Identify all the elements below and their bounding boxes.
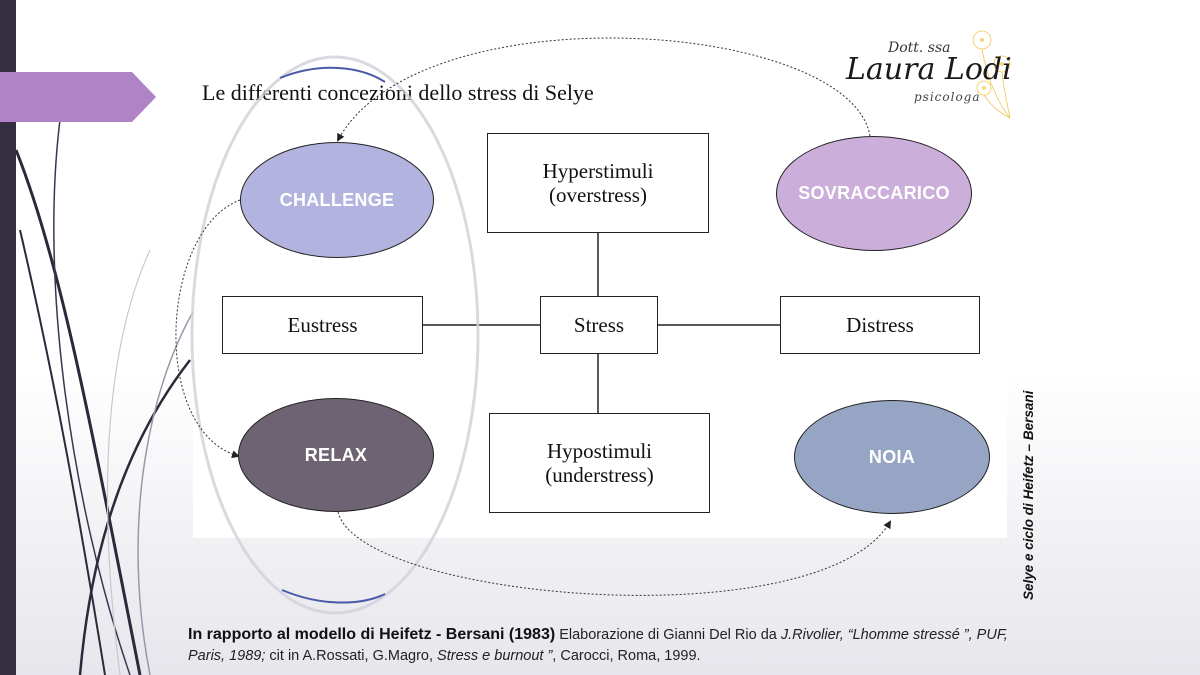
distress-box: Distress xyxy=(780,296,980,354)
hyperstimuli-box: Hyperstimuli (overstress) xyxy=(487,133,709,233)
caption-text-3: , Carocci, Roma, 1999. xyxy=(552,648,701,665)
logo-name: Laura Lodi xyxy=(846,52,1012,87)
caption-paren: ) xyxy=(549,626,556,643)
logo: Dott. ssa Laura Lodi psicologa xyxy=(842,22,1022,122)
logo-role: psicologa xyxy=(914,90,981,104)
relax-ellipse: RELAX xyxy=(238,398,434,512)
sovraccarico-ellipse: SOVRACCARICO xyxy=(776,136,972,251)
caption-text-1: Elaborazione di Gianni Del Rio da xyxy=(555,627,781,643)
caption-text-2: cit in A.Rossati, G.Magro, xyxy=(265,648,438,665)
noia-label: NOIA xyxy=(868,446,916,467)
challenge-ellipse: CHALLENGE xyxy=(240,142,434,258)
caption-italic-1: J.Rivolier, “Lhomme stressé ”, PUF, Pari… xyxy=(188,627,1008,665)
logo-prefix: Dott. ssa xyxy=(888,40,951,56)
eustress-label: Eustress xyxy=(287,312,358,337)
distress-label: Distress xyxy=(846,312,914,337)
stress-box: Stress xyxy=(540,296,658,354)
source-caption: In rapporto al modello di Heifetz - Bers… xyxy=(188,624,1018,667)
caption-bold: In rapporto al modello di Heifetz - Bers… xyxy=(188,626,550,643)
noia-ellipse: NOIA xyxy=(794,400,990,514)
left-accent-bar xyxy=(0,0,16,675)
eustress-box: Eustress xyxy=(222,296,423,354)
hypostimuli-box: Hypostimuli (understress) xyxy=(489,413,710,513)
stress-label: Stress xyxy=(573,312,625,337)
relax-label: RELAX xyxy=(304,444,368,465)
diagram-title: Le differenti concezioni dello stress di… xyxy=(202,80,594,105)
dandelion-icon xyxy=(972,30,1011,119)
arrow-tab-icon xyxy=(0,72,156,122)
caption-italic-2: Stress e burnout ” xyxy=(437,648,553,665)
side-label: Selye e ciclo di Heifetz – Bersani xyxy=(1021,390,1036,600)
hypostimuli-label: Hypostimuli (understress) xyxy=(545,438,654,487)
challenge-label: CHALLENGE xyxy=(279,189,395,210)
sovraccarico-label: SOVRACCARICO xyxy=(798,183,950,203)
hyperstimuli-label: Hyperstimuli (overstress) xyxy=(542,158,654,207)
